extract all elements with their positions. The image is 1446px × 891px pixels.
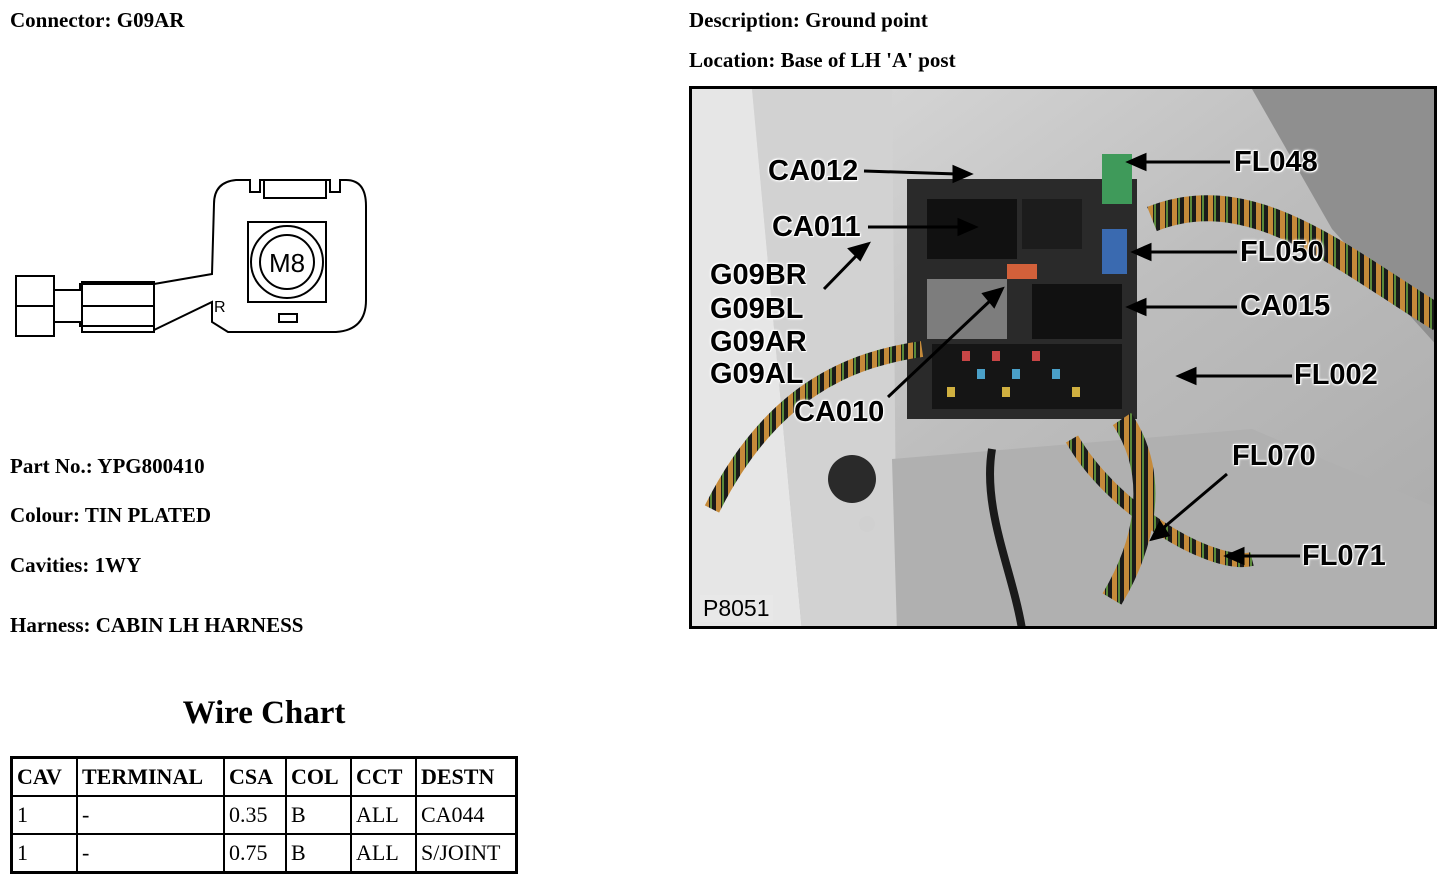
stud-hole [259, 234, 315, 290]
harness-value: CABIN LH HARNESS [95, 613, 304, 637]
part-no-field: Part No.: YPG800410 [10, 454, 205, 478]
connector-value: G09AR [116, 8, 185, 32]
table-cell: 1 [10, 795, 78, 835]
callout-fl048: FL048 [1234, 146, 1318, 178]
colour-field: Colour: TIN PLATED [10, 503, 211, 527]
column-header: CSA [223, 756, 287, 797]
column-header: CAV [10, 756, 78, 797]
callout-g09br: G09BR [710, 259, 807, 291]
colour-value: TIN PLATED [84, 503, 212, 527]
callout-fl070: FL070 [1232, 440, 1316, 472]
table-cell: S/JOINT [415, 833, 518, 874]
wire-chart-title: Wire Chart [182, 695, 346, 731]
location-label: Location: [689, 48, 776, 72]
callout-g09ar: G09AR [710, 326, 807, 358]
callout-ca011: CA011 [772, 211, 861, 243]
stud-boss [247, 221, 327, 303]
callout-g09al: G09AL [710, 358, 804, 390]
cavities-field: Cavities: 1WY [10, 553, 141, 577]
description-field: Description: Ground point [689, 8, 928, 32]
cavities-value: 1WY [94, 553, 142, 577]
table-row: 1 - 0.75 B ALL S/JOINT [10, 833, 518, 874]
stud-size-label: M8 [269, 248, 305, 278]
callout-g09bl: G09BL [710, 293, 804, 325]
part-no-value: YPG800410 [97, 454, 205, 478]
ground-stud [828, 455, 876, 503]
harness-label: Harness: [10, 613, 91, 637]
side-mark: R [214, 299, 226, 316]
table-cell: ALL [350, 833, 417, 874]
cavities-label: Cavities: [10, 553, 90, 577]
location-photo: CA012 CA011 G09BR G09BL G09AR G09AL CA01… [689, 86, 1437, 629]
table-cell: CA044 [415, 795, 518, 835]
table-cell: 1 [10, 833, 78, 874]
callout-ca015: CA015 [1240, 290, 1331, 322]
table-cell: 0.35 [223, 795, 287, 835]
table-header-row: CAV TERMINAL CSA COL CCT DESTN [10, 756, 518, 797]
callout-ca010: CA010 [794, 396, 885, 428]
column-header: DESTN [415, 756, 518, 797]
column-header: CCT [350, 756, 417, 797]
wire-chart-table: CAV TERMINAL CSA COL CCT DESTN 1 - 0.35 … [10, 756, 518, 874]
connector-diagram: M8 R [15, 179, 367, 337]
column-header: TERMINAL [76, 756, 225, 797]
ring-terminal-outline [153, 179, 367, 333]
table-cell: 0.75 [223, 833, 287, 874]
location-field: Location: Base of LH 'A' post [689, 48, 956, 72]
table-row: 1 - 0.35 B ALL CA044 [10, 795, 518, 835]
table-cell: ALL [350, 795, 417, 835]
stud-ring [250, 225, 324, 299]
locating-tab [278, 313, 298, 323]
table-cell: B [285, 833, 352, 874]
column-header: COL [285, 756, 352, 797]
table-cell: B [285, 795, 352, 835]
description-label: Description: [689, 8, 800, 32]
connector-field: Connector: G09AR [10, 8, 184, 32]
callout-fl050: FL050 [1240, 236, 1324, 268]
callout-fl002: FL002 [1294, 359, 1378, 391]
photo-illustration [692, 89, 1434, 626]
harness-field: Harness: CABIN LH HARNESS [10, 613, 303, 637]
callout-fl071: FL071 [1302, 540, 1386, 572]
description-value: Ground point [805, 8, 928, 32]
table-cell: - [76, 795, 225, 835]
callout-ca012: CA012 [768, 155, 859, 187]
connector-label: Connector: [10, 8, 112, 32]
part-no-label: Part No.: [10, 454, 93, 478]
location-value: Base of LH 'A' post [780, 48, 956, 72]
colour-label: Colour: [10, 503, 80, 527]
table-cell: - [76, 833, 225, 874]
photo-reference: P8051 [700, 595, 773, 622]
